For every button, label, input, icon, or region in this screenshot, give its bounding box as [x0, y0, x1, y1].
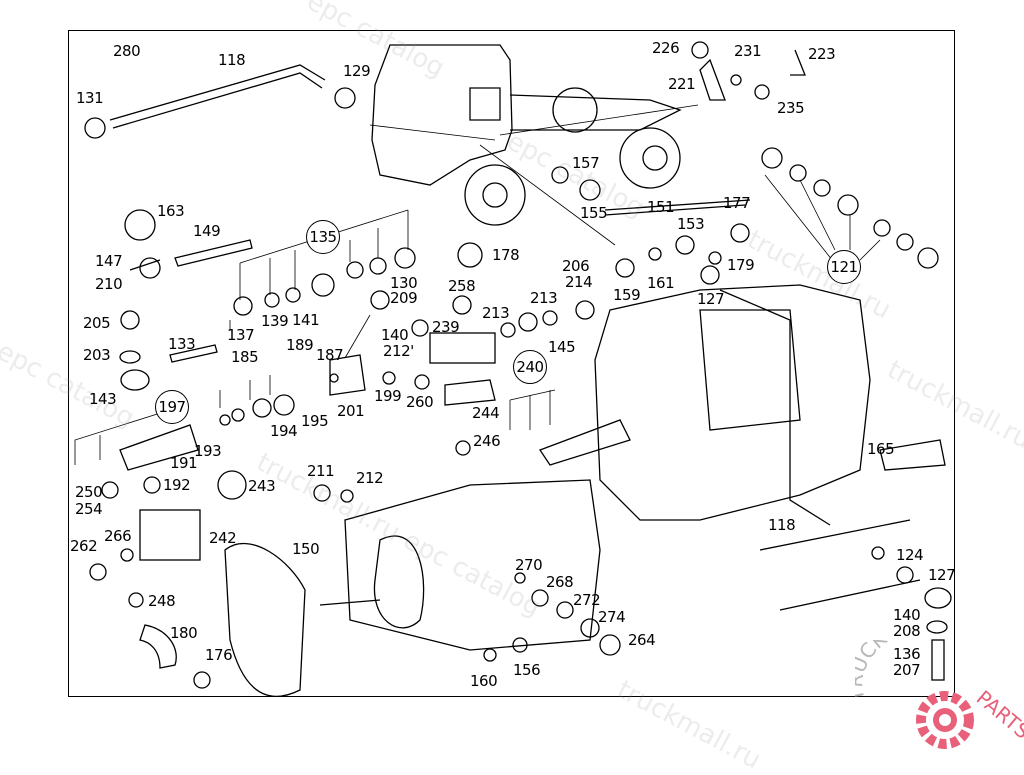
part-label: 179 — [727, 256, 755, 274]
part-label: 118 — [218, 51, 246, 69]
svg-text:PARTS: PARTS — [972, 685, 1024, 743]
part-label: 159 — [613, 286, 641, 304]
part-label: 212' — [383, 342, 414, 360]
part-label: 139 — [261, 312, 289, 330]
part-label: 176 — [205, 646, 233, 664]
leader-lines — [74, 104, 881, 465]
part-label: 143 — [89, 390, 117, 408]
part-label: 129 — [343, 62, 371, 80]
part-label: 221 — [668, 75, 696, 93]
part-label: 150 — [292, 540, 320, 558]
part-label: 268 — [546, 573, 574, 591]
part-label: 155 — [580, 204, 608, 222]
part-label: 185 — [231, 348, 259, 366]
part-label: 274 — [598, 608, 626, 626]
circled-part-label: 135 — [306, 220, 340, 254]
part-label: 187 — [316, 346, 344, 364]
small-parts — [84, 41, 952, 689]
part-label: 133 — [168, 335, 196, 353]
part-label: 191 — [170, 454, 198, 472]
part-label: 199 — [374, 387, 402, 405]
part-label: 127 — [697, 290, 725, 308]
part-label: 195 — [301, 412, 329, 430]
part-label: 124 — [896, 546, 924, 564]
part-label: 147 — [95, 252, 123, 270]
svg-text:TRUCKMALL: TRUCKMALL — [855, 640, 940, 705]
pipes — [109, 64, 831, 526]
part-label: 243 — [248, 477, 276, 495]
part-label: 203 — [83, 346, 111, 364]
part-label: 118 — [768, 516, 796, 534]
part-label: 213 — [482, 304, 510, 322]
part-label: 206 — [562, 257, 590, 275]
part-label: 130 — [390, 274, 418, 292]
part-label: 270 — [515, 556, 543, 574]
diagram-frame — [68, 30, 955, 697]
part-label: 192 — [163, 476, 191, 494]
part-label: 201 — [337, 402, 365, 420]
part-label: 244 — [472, 404, 500, 422]
part-label: 207 — [893, 661, 921, 679]
part-label: 258 — [448, 277, 476, 295]
gearbox-outline — [539, 284, 921, 611]
part-label: 127 — [928, 566, 956, 584]
part-label: 266 — [104, 527, 132, 545]
part-label: 194 — [270, 422, 298, 440]
part-label: 235 — [777, 99, 805, 117]
part-label: 239 — [432, 318, 460, 336]
part-label: 189 — [286, 336, 314, 354]
part-label: 149 — [193, 222, 221, 240]
part-label: 178 — [492, 246, 520, 264]
part-label: 137 — [227, 326, 255, 344]
part-label: 136 — [893, 645, 921, 663]
part-label: 246 — [473, 432, 501, 450]
part-label: 151 — [647, 198, 675, 216]
part-label: 223 — [808, 45, 836, 63]
part-label: 214 — [565, 273, 593, 291]
part-label: 161 — [647, 274, 675, 292]
part-label: 242 — [209, 529, 237, 547]
part-label: 145 — [548, 338, 576, 356]
circled-part-label: 121 — [827, 250, 861, 284]
part-label: 212 — [356, 469, 384, 487]
part-label: 157 — [572, 154, 600, 172]
part-label: 165 — [867, 440, 895, 458]
part-label: 264 — [628, 631, 656, 649]
part-label: 211 — [307, 462, 335, 480]
part-label: 180 — [170, 624, 198, 642]
part-label: 131 — [76, 89, 104, 107]
part-label: 209 — [390, 289, 418, 307]
part-label: 160 — [470, 672, 498, 690]
part-label: 205 — [83, 314, 111, 332]
exploded-parts-drawing — [74, 41, 952, 697]
part-label: 153 — [677, 215, 705, 233]
part-label: 208 — [893, 622, 921, 640]
part-label: 141 — [292, 311, 320, 329]
part-label: 260 — [406, 393, 434, 411]
part-label: 163 — [157, 202, 185, 220]
part-label: 280 — [113, 42, 141, 60]
part-label: 140 — [381, 326, 409, 344]
part-label: 177 — [723, 194, 751, 212]
part-label: 248 — [148, 592, 176, 610]
part-label: 254 — [75, 500, 103, 518]
part-label: 210 — [95, 275, 123, 293]
part-label: 156 — [513, 661, 541, 679]
part-label: 140 — [893, 606, 921, 624]
part-label: 193 — [194, 442, 222, 460]
truckmallparts-logo: TRUCKMALL PARTS — [855, 640, 1024, 749]
part-label: 213 — [530, 289, 558, 307]
part-label: 272 — [573, 591, 601, 609]
part-label: 226 — [652, 39, 680, 57]
transmission-housing — [224, 479, 601, 697]
circled-part-label: 240 — [513, 350, 547, 384]
part-label: 262 — [70, 537, 98, 555]
part-label: 250 — [75, 483, 103, 501]
part-label: 231 — [734, 42, 762, 60]
gear-icon — [916, 691, 974, 749]
circled-part-label: 197 — [155, 390, 189, 424]
truck-outline — [371, 44, 682, 226]
